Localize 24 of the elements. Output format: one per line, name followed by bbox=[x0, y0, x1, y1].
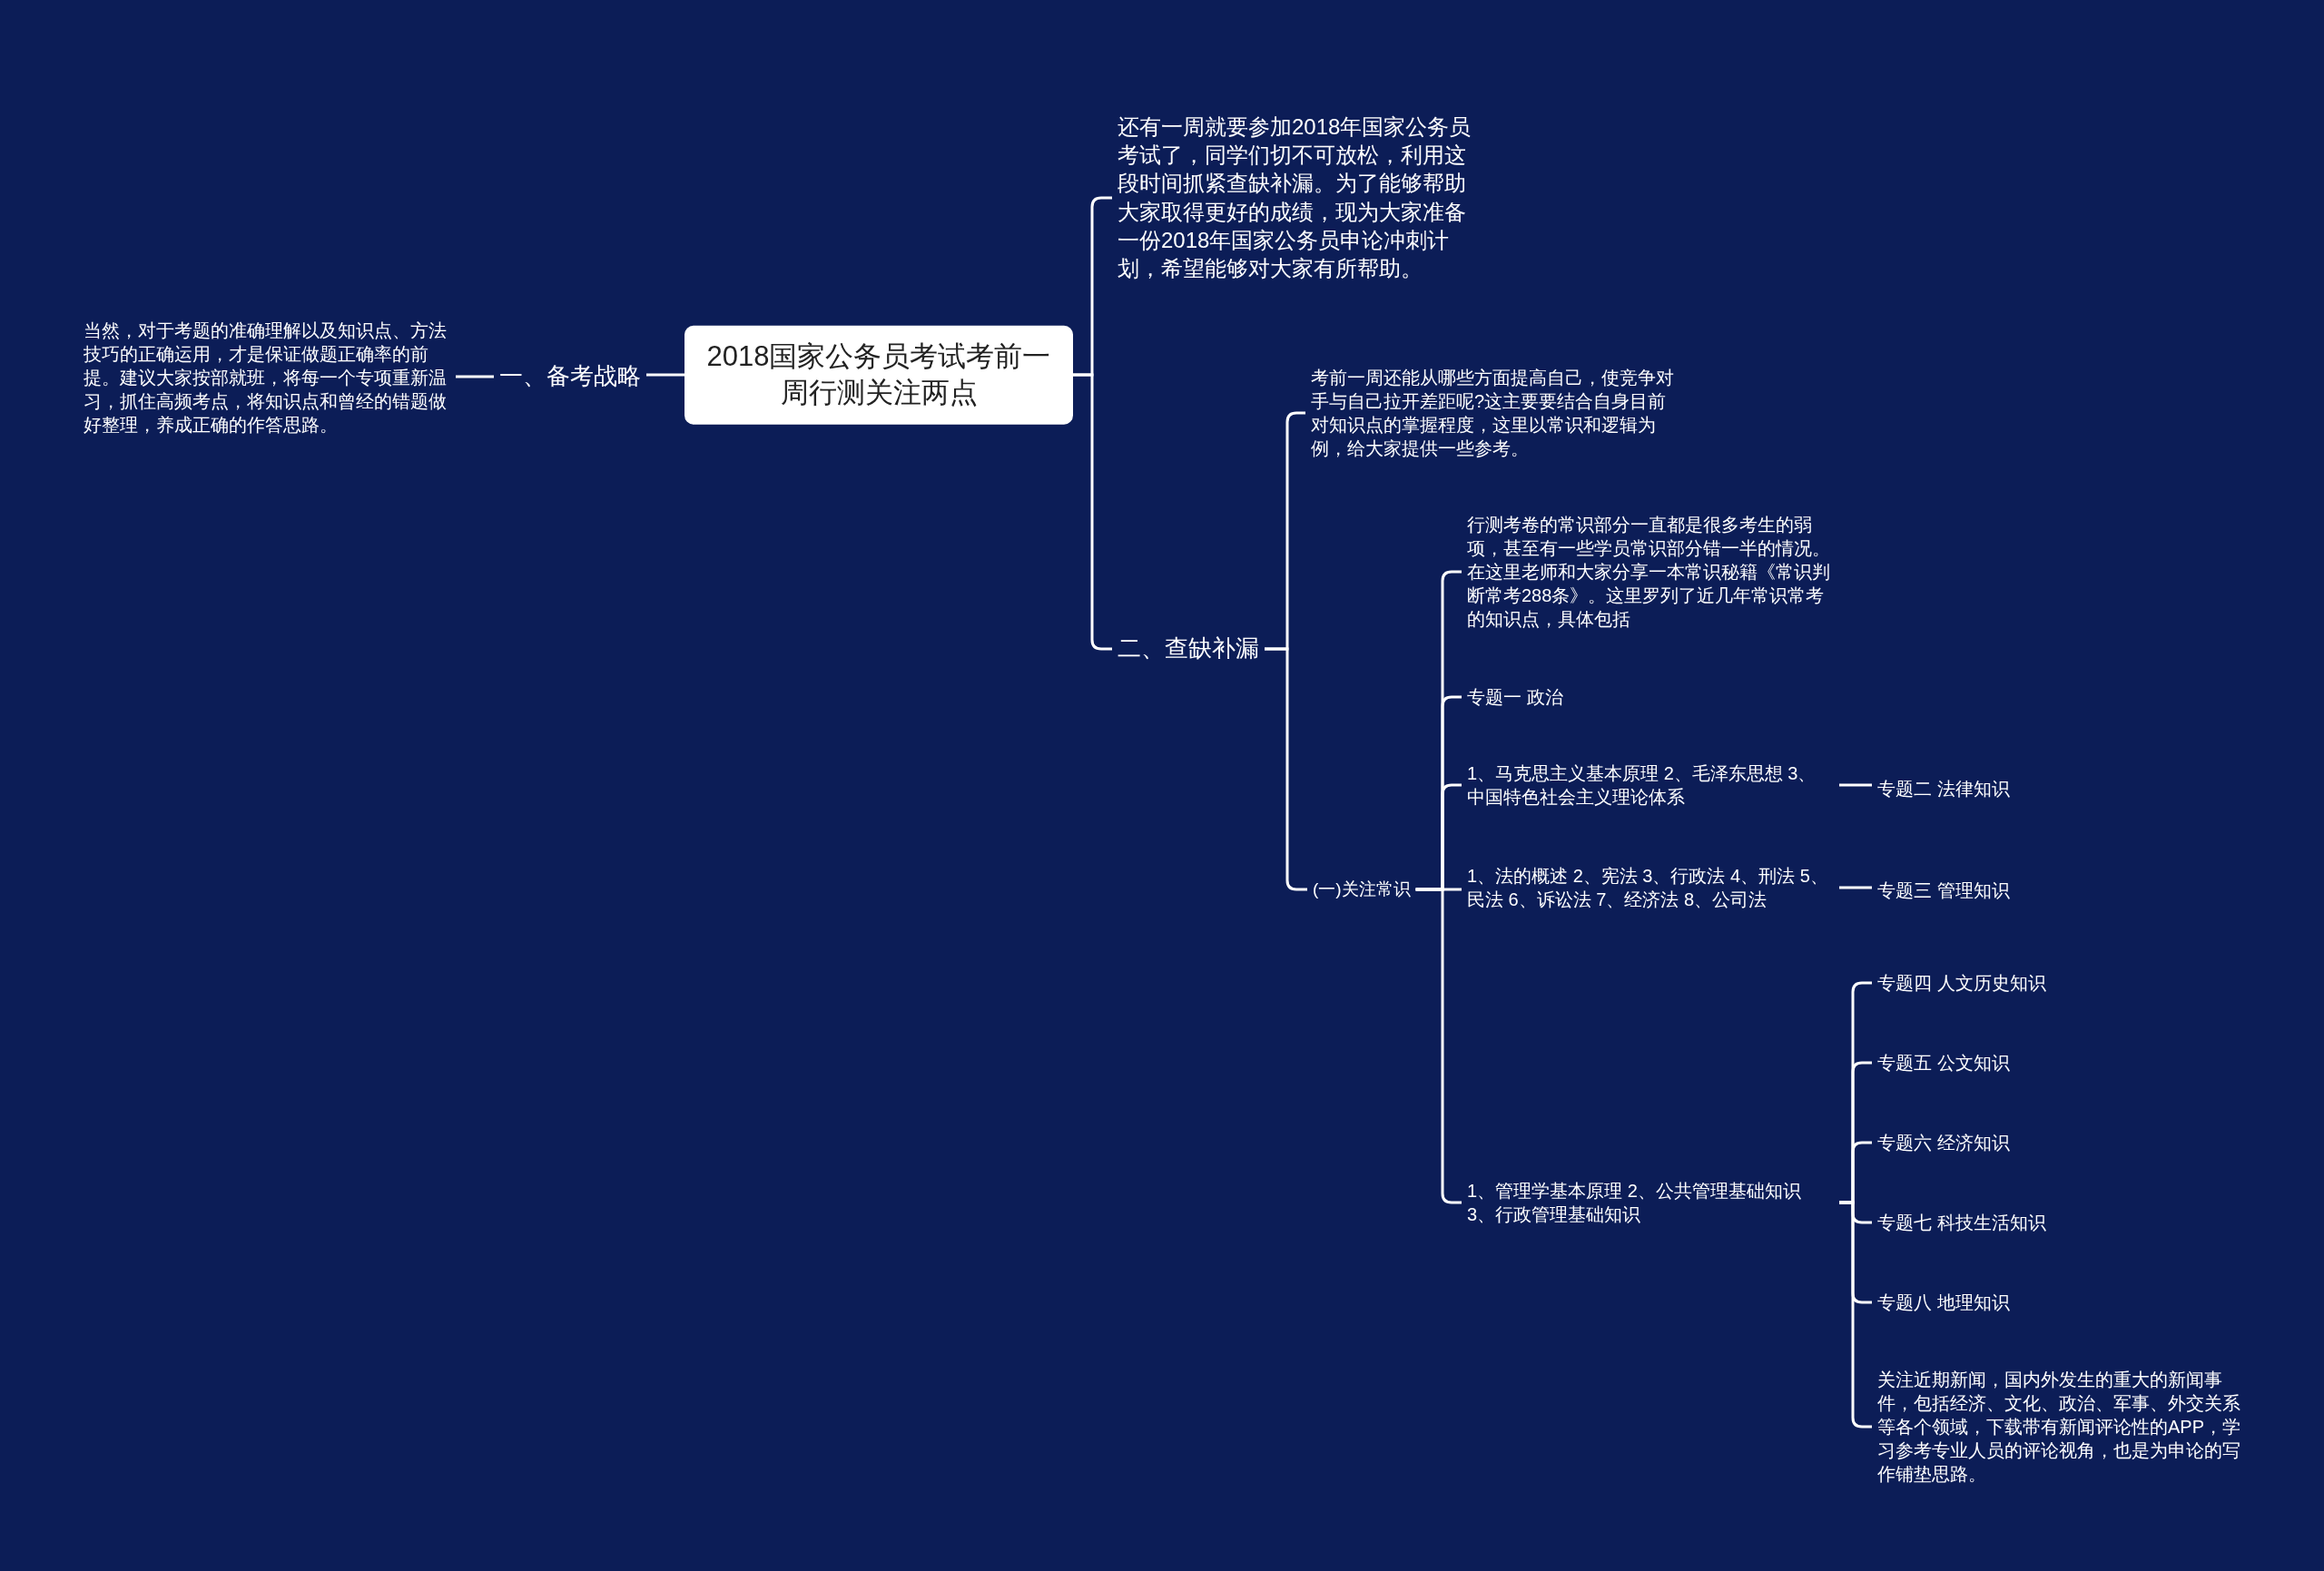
topic-text: (一)关注常识 bbox=[1307, 876, 1416, 903]
connector-line bbox=[456, 375, 494, 378]
note-text: 1、法的概述 2、宪法 3、行政法 4、刑法 5、民法 6、诉讼法 7、经济法 8、公司法 bbox=[1462, 862, 1839, 913]
topic-text: 专题四 人文历史知识 bbox=[1872, 969, 2052, 997]
connector-line bbox=[646, 373, 684, 377]
topic-text: 专题一 政治 bbox=[1462, 683, 1569, 711]
note-text: 行测考卷的常识部分一直都是很多考生的弱项，甚至有一些学员常识部分错一半的情况。在这里老师和大家分享一本常识秘籍《常识判断常考288条》。这里罗列了近几年常识常考的知识点，具体包括 bbox=[1462, 511, 1839, 633]
connector-line bbox=[1839, 783, 1872, 787]
note-text: 考前一周还能从哪些方面提高自己，使竞争对手与自己拉开差距呢?这主要要结合自身目前对知识点的掌握程度，这里以常识和逻辑为例，给大家提供一些参考。 bbox=[1305, 364, 1683, 462]
topic-text: 专题三 管理知识 bbox=[1872, 877, 2015, 904]
topic-text: 专题二 法律知识 bbox=[1872, 775, 2015, 802]
branch-topic-text: 一、备考战略 bbox=[494, 359, 646, 394]
topic-text: 专题八 地理知识 bbox=[1872, 1289, 2015, 1316]
connector-line bbox=[1839, 886, 1872, 889]
topic-text: 专题六 经济知识 bbox=[1872, 1129, 2015, 1156]
branch-topic-text: 二、查缺补漏 bbox=[1112, 632, 1265, 666]
topic-text: 专题五 公文知识 bbox=[1872, 1049, 2015, 1076]
topic-text: 专题七 科技生活知识 bbox=[1872, 1209, 2052, 1236]
note-text: 当然，对于考题的准确理解以及知识点、方法技巧的正确运用，才是保证做题正确率的前提。建议大家按部就班，将每一个专项重新温习，抓住高频考点，将知识点和曾经的错题做好整理，养成正确的作答思路。 bbox=[78, 317, 456, 438]
note-text: 关注近期新闻，国内外发生的重大的新闻事件，包括经济、文化、政治、军事、外交关系等各个领域，下载带有新闻评论性的APP，学习参考专业人员的评论视角，也是为申论的写作铺垫思路。 bbox=[1872, 1366, 2250, 1488]
note-text: 1、管理学基本原理 2、公共管理基础知识 3、行政管理基础知识 bbox=[1462, 1177, 1839, 1228]
note-text: 1、马克思主义基本原理 2、毛泽东思想 3、中国特色社会主义理论体系 bbox=[1462, 760, 1839, 810]
note-text: 还有一周就要参加2018年国家公务员考试了，同学们切不可放松，利用这段时间抓紧查缺补漏。为了能够帮助大家取得更好的成绩，现为大家准备一份2018年国家公务员申论冲刺计划，希望能够对大家有所帮助。 bbox=[1112, 111, 1485, 285]
central-topic-box: 2018国家公务员考试考前一周行测关注两点 bbox=[684, 325, 1073, 425]
